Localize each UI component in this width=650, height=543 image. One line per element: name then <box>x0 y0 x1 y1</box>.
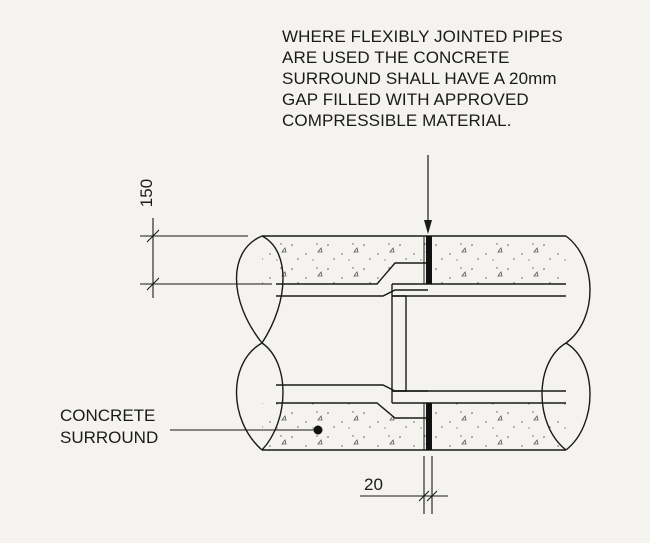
right-break-lines <box>541 235 591 451</box>
concrete-surround-bottom <box>262 403 566 451</box>
note-line: ARE USED THE CONCRETE <box>282 48 510 67</box>
note-line: COMPRESSIBLE MATERIAL. <box>282 111 512 130</box>
concrete-surround-leader <box>170 425 323 435</box>
note-leader-arrow <box>424 155 432 234</box>
dimension-20-label: 20 <box>364 475 383 494</box>
concrete-surround-top <box>262 235 566 284</box>
compressible-gap-filler <box>423 236 432 450</box>
dimension-20 <box>360 456 448 514</box>
note-line: GAP FILLED WITH APPROVED <box>282 90 529 109</box>
left-pipe-walls <box>276 262 428 419</box>
right-pipe-walls <box>391 283 566 404</box>
left-break-lines <box>235 235 284 451</box>
concrete-surround-label-line1: CONCRETE <box>60 406 156 425</box>
flexible-joint-note: WHERE FLEXIBLY JOINTED PIPES ARE USED TH… <box>282 26 563 131</box>
note-line: WHERE FLEXIBLY JOINTED PIPES <box>282 27 563 46</box>
concrete-surround-label-line2: SURROUND <box>60 428 159 447</box>
note-line: SURROUND SHALL HAVE A 20mm <box>282 69 557 88</box>
dimension-150 <box>140 218 272 298</box>
